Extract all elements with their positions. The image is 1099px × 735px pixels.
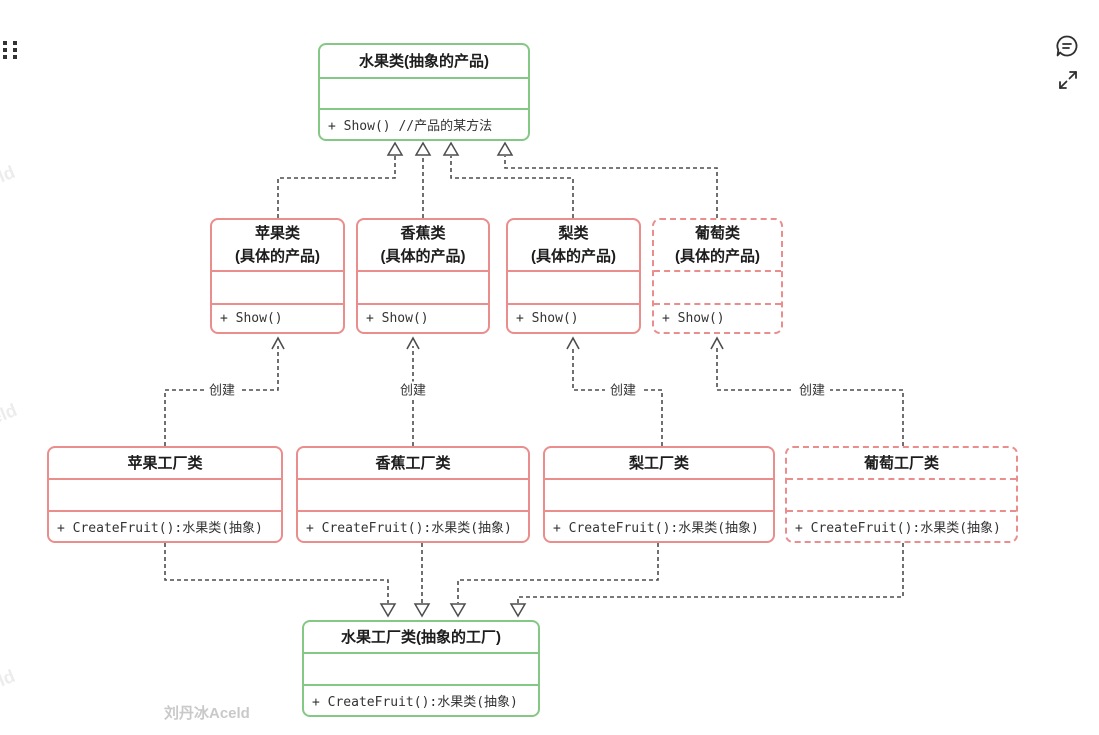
class-box-grape-factory[interactable]: 葡萄工厂类 + CreateFruit():水果类(抽象) bbox=[785, 446, 1018, 543]
class-method: + CreateFruit():水果类(抽象) bbox=[49, 510, 281, 541]
open-triangle-down-arrowheads bbox=[379, 603, 527, 618]
class-method: + CreateFruit():水果类(抽象) bbox=[298, 510, 528, 541]
expand-icon[interactable] bbox=[1056, 68, 1080, 92]
class-box-pear-product[interactable]: 梨类(具体的产品) + Show() bbox=[506, 218, 641, 334]
create-label: 创建 bbox=[604, 381, 642, 399]
comment-icon[interactable] bbox=[1054, 33, 1080, 59]
attributes-compartment bbox=[787, 478, 1016, 510]
attributes-compartment bbox=[49, 478, 281, 510]
class-title: 苹果工厂类 bbox=[127, 454, 203, 472]
realization-edges-products bbox=[277, 156, 718, 218]
class-method: + Show() bbox=[358, 303, 488, 332]
realization-edges-factories bbox=[164, 543, 904, 603]
attributes-compartment bbox=[212, 270, 343, 303]
class-box-apple-factory[interactable]: 苹果工厂类 + CreateFruit():水果类(抽象) bbox=[47, 446, 283, 543]
class-box-abstract-factory[interactable]: 水果工厂类(抽象的工厂) + CreateFruit():水果类(抽象) bbox=[302, 620, 540, 717]
class-title: 梨工厂类 bbox=[628, 454, 689, 472]
class-title: 苹果类(具体的产品) bbox=[235, 225, 320, 265]
attributes-compartment bbox=[320, 77, 528, 108]
class-box-pear-factory[interactable]: 梨工厂类 + CreateFruit():水果类(抽象) bbox=[543, 446, 775, 543]
drag-handle-icon[interactable] bbox=[3, 41, 19, 60]
class-method: + CreateFruit():水果类(抽象) bbox=[545, 510, 773, 541]
watermark-signature: 刘丹冰Aceld bbox=[164, 705, 250, 722]
class-box-banana-factory[interactable]: 香蕉工厂类 + CreateFruit():水果类(抽象) bbox=[296, 446, 530, 543]
class-title: 香蕉类(具体的产品) bbox=[380, 225, 466, 265]
class-method: + Show() bbox=[212, 303, 343, 332]
chevron-up-arrowheads bbox=[271, 336, 724, 350]
attributes-compartment bbox=[298, 478, 528, 510]
class-box-grape-product[interactable]: 葡萄类(具体的产品) + Show() bbox=[652, 218, 783, 334]
class-box-apple-product[interactable]: 苹果类(具体的产品) + Show() bbox=[210, 218, 345, 334]
attributes-compartment bbox=[654, 270, 781, 303]
class-box-banana-product[interactable]: 香蕉类(具体的产品) + Show() bbox=[356, 218, 490, 334]
attributes-compartment bbox=[545, 478, 773, 510]
class-title: 葡萄工厂类 bbox=[863, 454, 939, 472]
attributes-compartment bbox=[358, 270, 488, 303]
class-title: 梨类(具体的产品) bbox=[531, 225, 616, 265]
attributes-compartment bbox=[508, 270, 639, 303]
class-method: + Show() //产品的某方法 bbox=[320, 108, 528, 139]
class-title: 水果类(抽象的产品) bbox=[359, 52, 489, 70]
class-title: 葡萄类(具体的产品) bbox=[675, 225, 760, 265]
attributes-compartment bbox=[304, 652, 538, 684]
class-method: + Show() bbox=[654, 303, 781, 332]
create-dependency-edges bbox=[164, 346, 904, 446]
class-title: 水果工厂类(抽象的工厂) bbox=[341, 628, 501, 646]
class-method: + CreateFruit():水果类(抽象) bbox=[304, 684, 538, 715]
create-label: 创建 bbox=[203, 381, 241, 399]
class-method: + CreateFruit():水果类(抽象) bbox=[787, 510, 1016, 541]
create-label: 创建 bbox=[793, 381, 831, 399]
class-title: 香蕉工厂类 bbox=[375, 454, 451, 472]
open-triangle-up-arrowheads bbox=[386, 141, 514, 156]
create-label: 创建 bbox=[394, 381, 432, 399]
class-box-abstract-product[interactable]: 水果类(抽象的产品) + Show() //产品的某方法 bbox=[318, 43, 530, 141]
class-method: + Show() bbox=[508, 303, 639, 332]
